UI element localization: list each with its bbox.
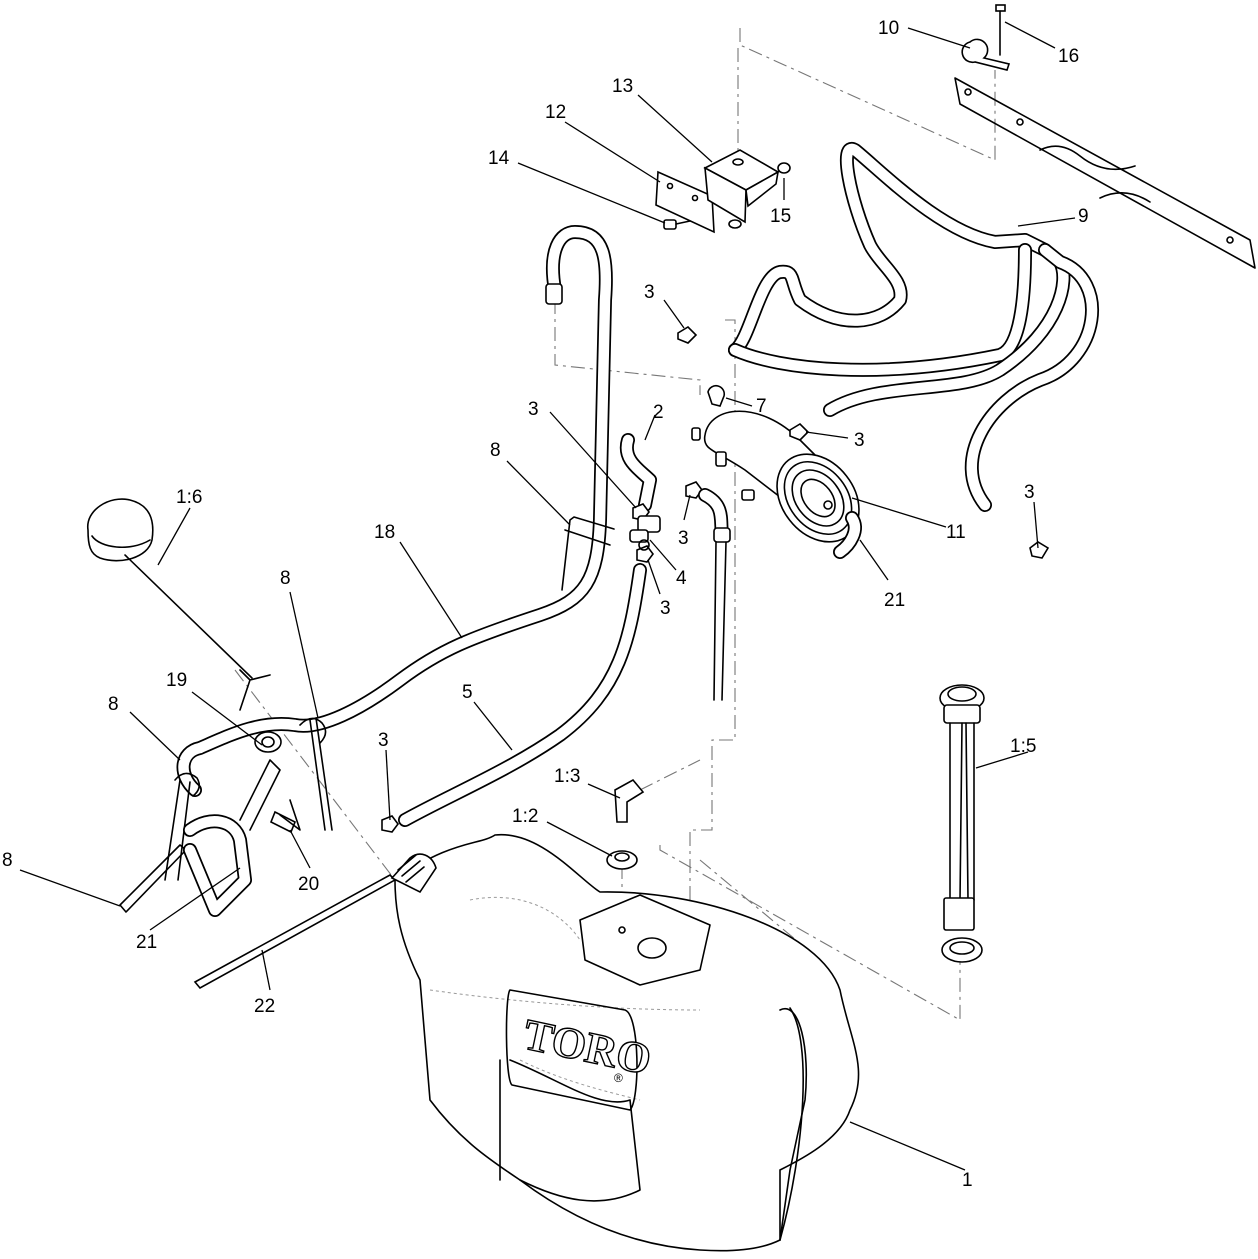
callout-8: 8 bbox=[108, 694, 119, 715]
callout-20: 20 bbox=[298, 874, 319, 895]
callout-7: 7 bbox=[756, 396, 767, 417]
registered-mark: ® bbox=[614, 1071, 623, 1085]
callout-13: 13 bbox=[612, 76, 633, 97]
hose-5-fuel bbox=[398, 563, 647, 827]
hose-18-fuel bbox=[176, 225, 613, 797]
elbow-fitting bbox=[614, 778, 645, 823]
callout-3: 3 bbox=[660, 598, 671, 619]
callout-16: 16 bbox=[1058, 46, 1079, 67]
fuel-valve bbox=[629, 515, 661, 551]
callout-3: 3 bbox=[1024, 482, 1035, 503]
callout-12: 12 bbox=[545, 102, 566, 123]
callout-1-3: 1:3 bbox=[554, 766, 580, 787]
callout-3: 3 bbox=[644, 282, 655, 303]
hose-2 bbox=[619, 433, 657, 512]
grommet bbox=[606, 850, 638, 870]
callout-8: 8 bbox=[490, 440, 501, 461]
leader-lines bbox=[19, 21, 1076, 1171]
callout-1-6: 1:6 bbox=[176, 487, 202, 508]
charcoal-canister bbox=[691, 384, 860, 543]
callout-5: 5 bbox=[462, 682, 473, 703]
callout-9: 9 bbox=[1078, 206, 1089, 227]
callout-3: 3 bbox=[854, 430, 865, 451]
callout-1-5: 1:5 bbox=[1010, 736, 1036, 757]
callout-3: 3 bbox=[678, 528, 689, 549]
callout-1-2: 1:2 bbox=[512, 806, 538, 827]
hose-clip-and-bolt bbox=[961, 4, 1011, 71]
callout-15: 15 bbox=[770, 206, 791, 227]
callout-10: 10 bbox=[878, 18, 899, 39]
callout-21: 21 bbox=[136, 932, 157, 953]
callout-1: 1 bbox=[962, 1170, 973, 1191]
callout-14: 14 bbox=[488, 148, 510, 169]
bracket-assembly bbox=[655, 149, 791, 234]
callout-18: 18 bbox=[374, 522, 395, 543]
callout-2: 2 bbox=[653, 402, 664, 423]
callout-3: 3 bbox=[528, 399, 539, 420]
fuel-pickup-tube bbox=[698, 488, 731, 701]
mounting-bar bbox=[954, 77, 1256, 269]
callout-3: 3 bbox=[378, 730, 389, 751]
phantom-lines bbox=[234, 28, 996, 1021]
callout-labels: 10 16 13 12 14 15 9 3 7 3 3 2 3 8 11 3 4… bbox=[2, 18, 1089, 1191]
callout-19: 19 bbox=[166, 670, 187, 691]
hose-9-vent bbox=[728, 141, 1099, 512]
callout-4: 4 bbox=[676, 568, 687, 589]
fuel-tank: TORO ® bbox=[390, 834, 860, 1252]
callout-22: 22 bbox=[254, 996, 275, 1017]
hose-21-canister bbox=[833, 511, 862, 559]
callout-8: 8 bbox=[280, 568, 291, 589]
callout-11: 11 bbox=[946, 522, 966, 543]
callout-21: 21 bbox=[884, 590, 905, 611]
callout-8: 8 bbox=[2, 850, 13, 871]
fuel-level-sender bbox=[939, 684, 985, 963]
vent-valve-assembly bbox=[183, 731, 301, 917]
fuel-cap-with-gauge bbox=[87, 498, 271, 711]
